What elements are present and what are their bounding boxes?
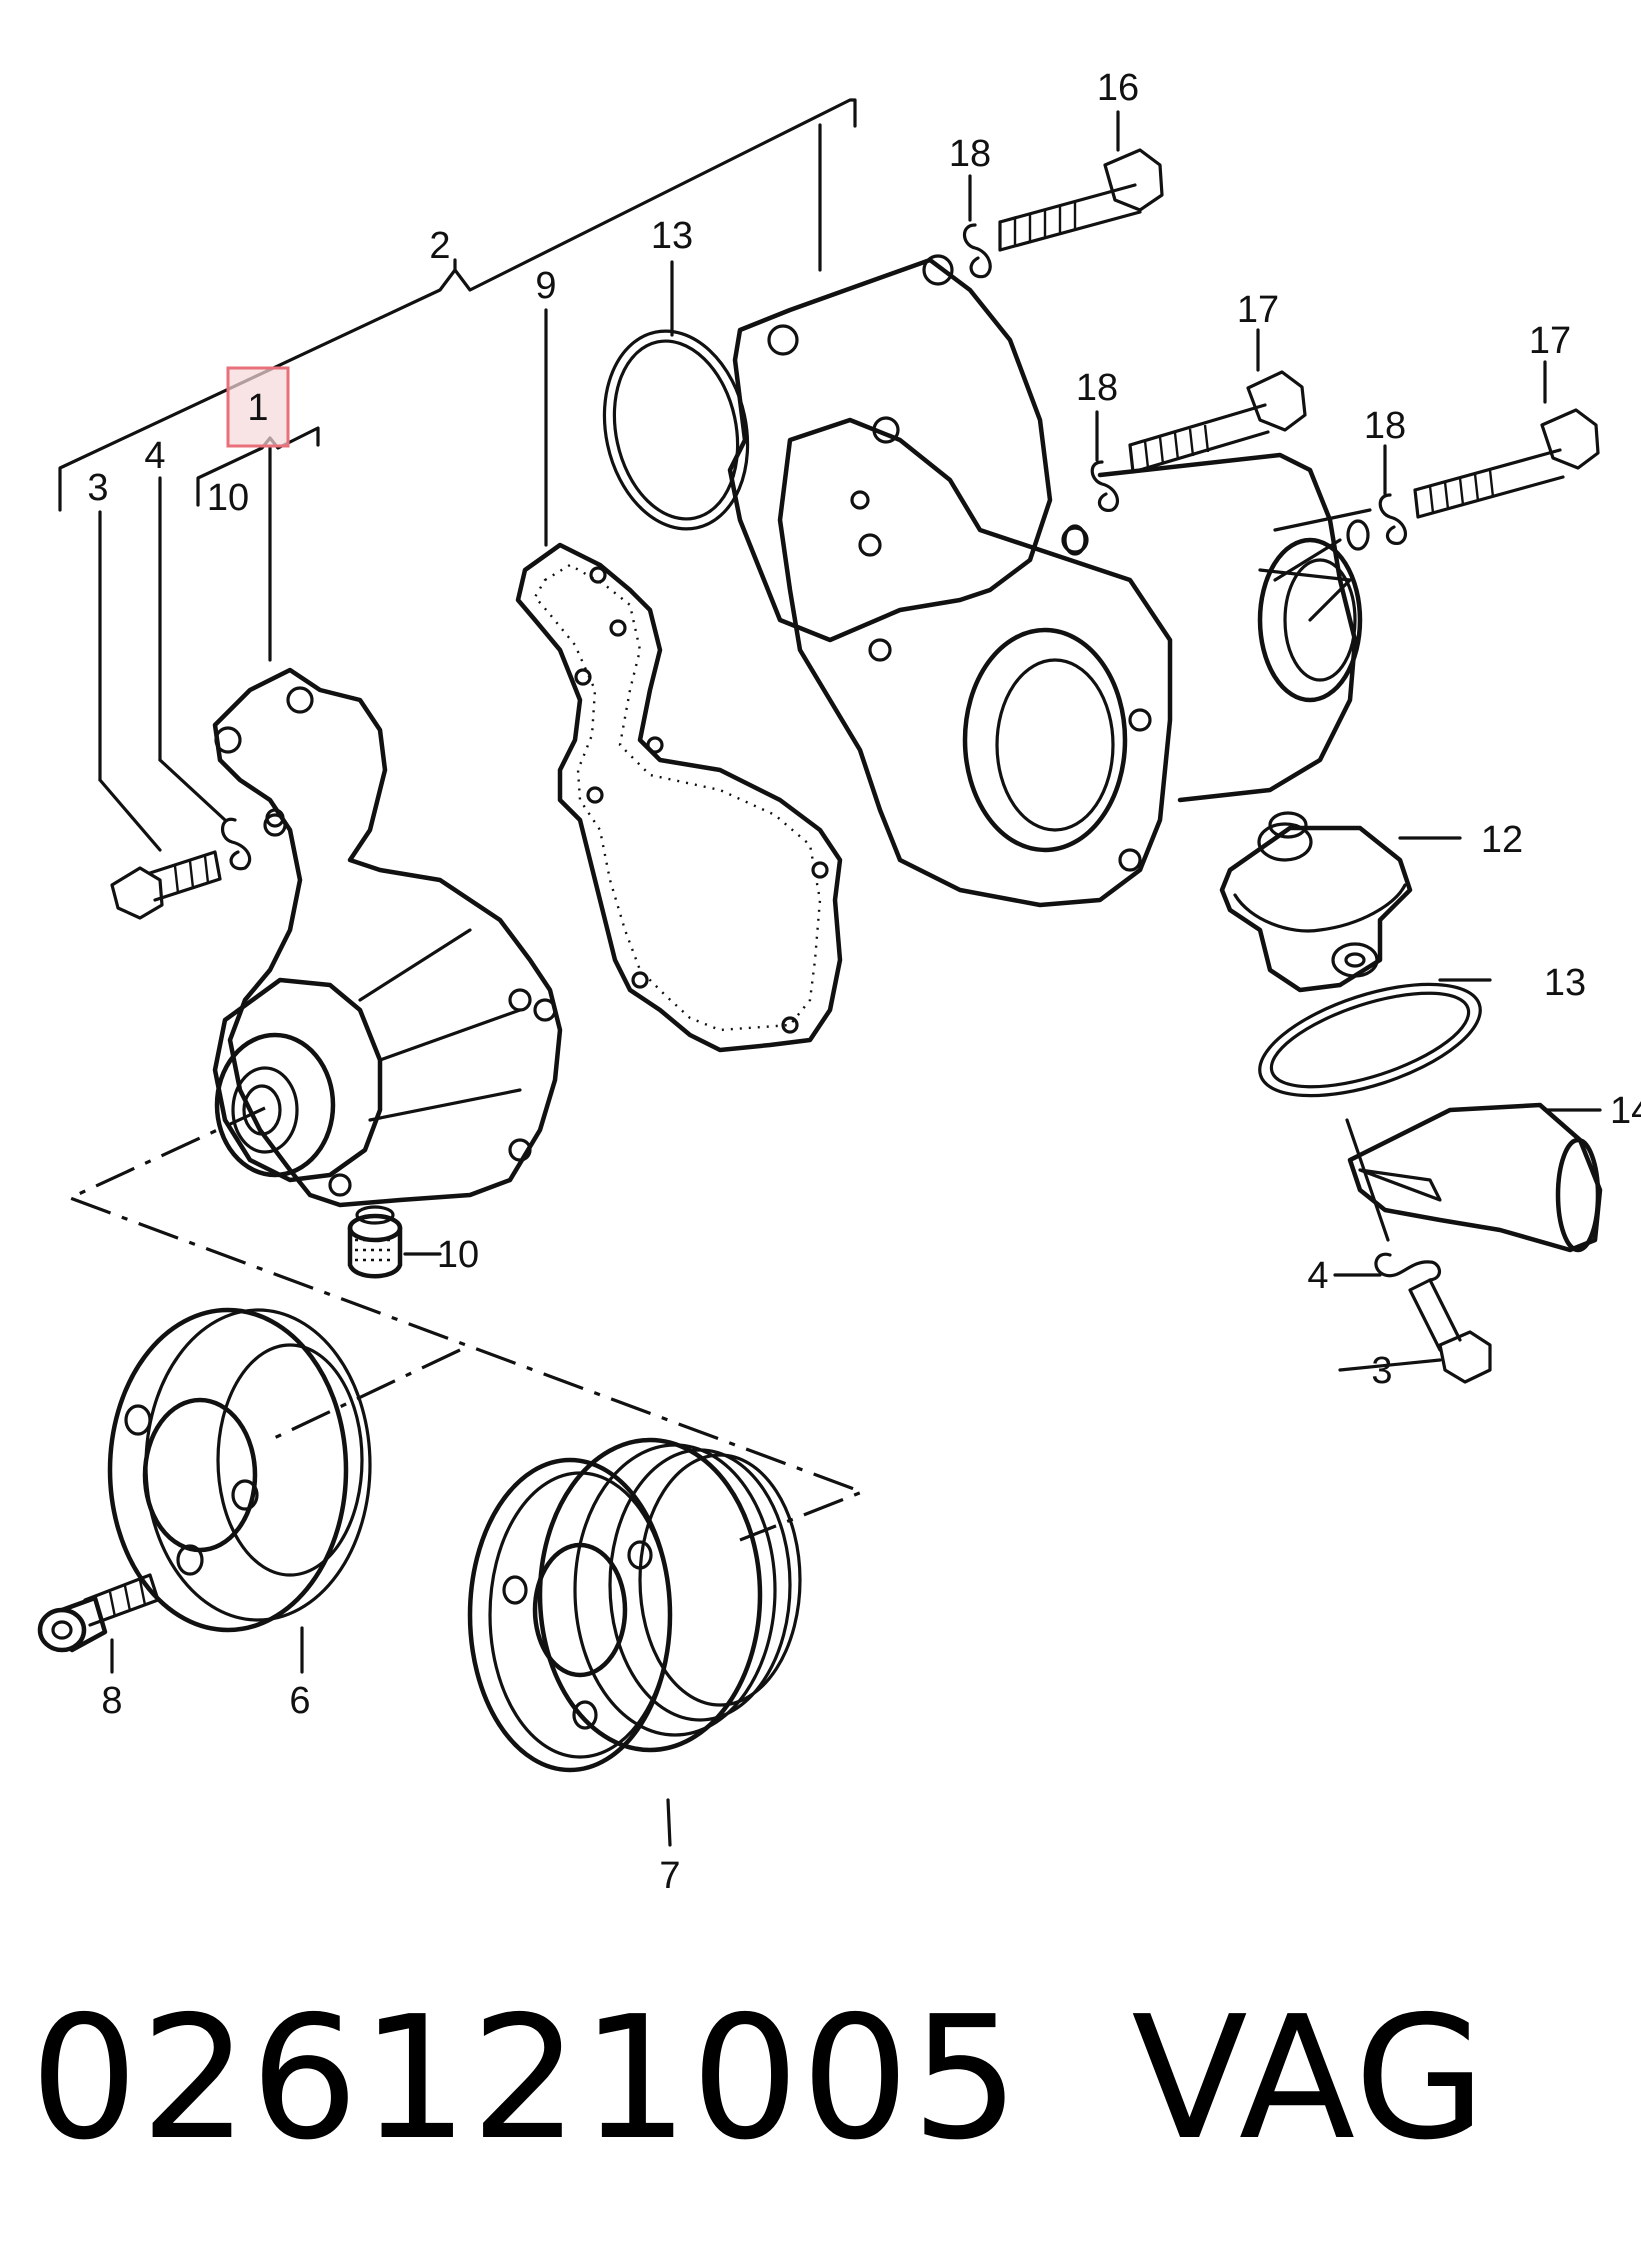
callout-10a: 10: [207, 477, 249, 519]
callout-2: 2: [429, 225, 450, 267]
assembly-bracket-1: [196, 426, 320, 662]
bolt-16: [998, 148, 1164, 252]
thermostat-housing: [727, 254, 1372, 908]
part-number-caption: 026121005 VAG: [30, 1980, 1488, 2178]
plug-10: [347, 1205, 403, 1279]
assembly-bracket-2: [58, 98, 857, 512]
gasket-9: [515, 542, 843, 1053]
callout-18c: 18: [1364, 405, 1406, 447]
bolt-8: [37, 1573, 160, 1653]
bolt-17b: [1413, 408, 1600, 519]
thermostat-12: [1219, 811, 1413, 993]
callout-8: 8: [101, 1680, 122, 1722]
washer-18b: [1090, 460, 1120, 513]
part-number: 026121005: [30, 1980, 1022, 2178]
callout-18b: 18: [1076, 367, 1118, 409]
callout-7: 7: [659, 1855, 680, 1897]
washer-18c: [1378, 493, 1408, 546]
elbow-14: [1347, 1102, 1603, 1253]
callout-9: 9: [535, 265, 556, 307]
callout-13b: 13: [1544, 962, 1586, 1004]
callout-4b: 4: [1307, 1255, 1328, 1297]
callout-17b: 17: [1529, 320, 1571, 362]
callout-10b: 10: [437, 1234, 479, 1276]
washer-18a: [962, 223, 992, 279]
callout-12: 12: [1481, 819, 1523, 861]
callout-labels: 2 1 3 4 10 9 13 16 18 17 18 17 18 12 13 …: [87, 67, 1641, 1897]
callout-3b: 3: [1371, 1350, 1392, 1392]
water-pump-1: [212, 667, 563, 1208]
callout-6: 6: [289, 1680, 310, 1722]
callout-17a: 17: [1237, 289, 1279, 331]
callout-4: 4: [144, 435, 165, 477]
washer-4b: [1374, 1252, 1441, 1282]
washer-small-a: [1063, 524, 1087, 556]
bolt-3a: [110, 850, 222, 920]
pulley-6: [107, 1307, 372, 1633]
washer-small-b: [1346, 519, 1370, 551]
callout-16: 16: [1097, 67, 1139, 109]
bolt-17a: [1128, 370, 1307, 474]
axis-lines: [65, 1106, 867, 1542]
washer-4a: [221, 817, 252, 871]
leader-lines: [98, 110, 1602, 1847]
callout-3: 3: [87, 467, 108, 509]
bolt-3b: [1408, 1278, 1492, 1384]
highlight-box: [226, 366, 290, 448]
callout-14: 14: [1610, 1090, 1641, 1132]
pulley-7: [467, 1437, 802, 1773]
callout-1: 1: [247, 387, 268, 429]
o-ring-13-upper: [602, 329, 750, 531]
brand-name: VAG: [1131, 1980, 1488, 2178]
callout-13a: 13: [651, 215, 693, 257]
o-ring-13-lower: [1258, 982, 1482, 1098]
callout-18a: 18: [949, 133, 991, 175]
